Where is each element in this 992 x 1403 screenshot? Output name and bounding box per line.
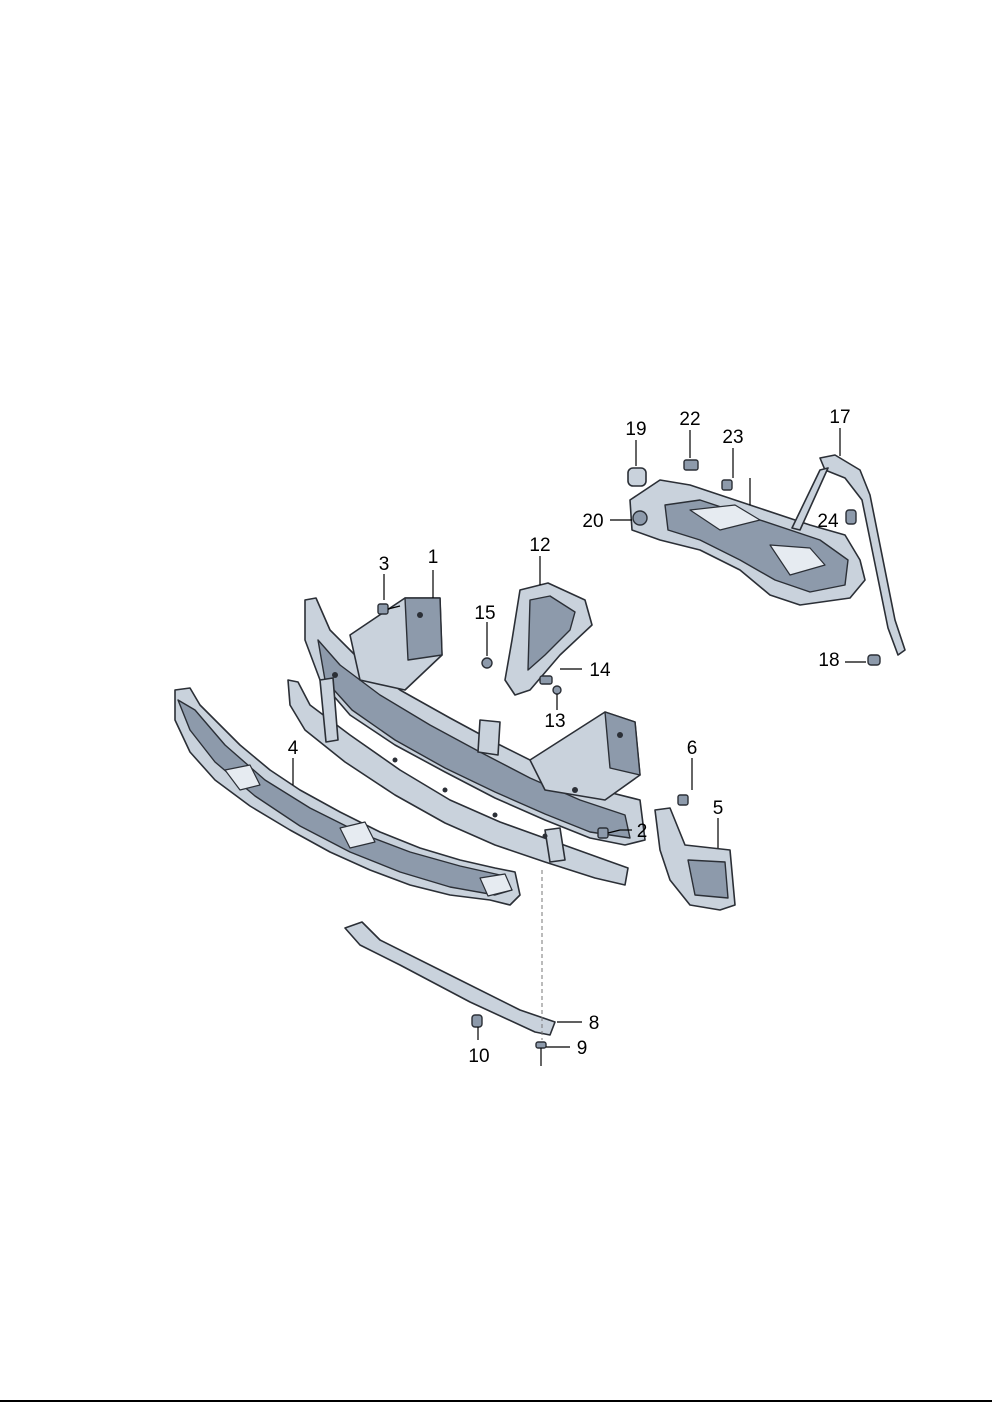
label-5: 5	[713, 798, 724, 819]
label-1: 1	[428, 547, 439, 568]
label-10: 10	[468, 1046, 489, 1067]
leader-lines	[292, 428, 866, 1048]
part-23-module-carrier	[629, 479, 866, 606]
label-17: 17	[829, 407, 850, 428]
page-bottom-rule	[0, 1400, 992, 1402]
fastener-10-nut	[471, 1014, 483, 1028]
label-12: 12	[529, 535, 550, 556]
label-15: 15	[474, 603, 495, 624]
fastener-18-bolt	[867, 654, 881, 666]
part-4-impact-absorber	[174, 687, 521, 906]
label-20: 20	[582, 511, 603, 532]
part-12-bracket	[504, 582, 593, 696]
label-24: 24	[817, 511, 839, 532]
fastener-9-rivet	[535, 1041, 547, 1066]
label-9: 9	[577, 1038, 588, 1059]
part-1-bumper-carrier	[287, 597, 646, 886]
fastener-14-clip	[539, 675, 553, 685]
label-2: 2	[637, 821, 648, 842]
label-19: 19	[625, 419, 646, 440]
fastener-24-bolt	[845, 509, 857, 525]
fastener-6-bolt	[677, 794, 689, 806]
fastener-19-cap	[627, 467, 647, 487]
label-4: 4	[288, 738, 299, 759]
fastener-23-bolt	[721, 479, 733, 491]
label-3: 3	[379, 554, 390, 575]
part-5-side-bracket	[654, 807, 736, 911]
label-18: 18	[818, 650, 839, 671]
fastener-2-bolt	[597, 827, 621, 839]
label-22: 22	[679, 409, 700, 430]
part-17-rod	[791, 454, 906, 656]
part-labels: 1 2 3 4 5 6 8 9 10 12 13 14 15 17 18 19 …	[288, 407, 851, 1067]
fastener-22-nut	[683, 459, 699, 471]
fastener-3-bolt	[377, 603, 401, 615]
label-8: 8	[589, 1013, 600, 1034]
label-23: 23	[722, 427, 743, 448]
part-8-strip	[344, 921, 556, 1036]
fastener-15-clip	[481, 657, 493, 669]
fastener-20-grommet	[632, 510, 648, 526]
label-13: 13	[544, 711, 565, 732]
label-6: 6	[687, 738, 698, 759]
fastener-13-screw	[552, 685, 562, 695]
label-14: 14	[589, 660, 611, 681]
